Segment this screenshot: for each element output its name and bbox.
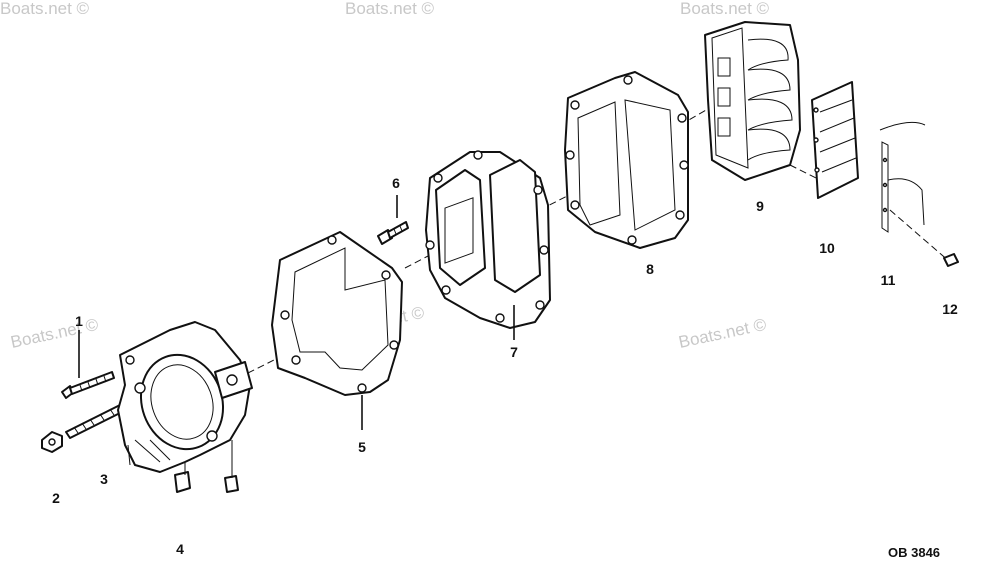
callout-1: 1 [75,313,83,329]
leader-lines [78,195,515,430]
callout-6: 6 [392,175,400,191]
part-stud [65,403,127,439]
callout-4: 4 [176,541,184,557]
callout-labels: 1 2 3 4 5 6 7 8 9 10 11 12 [52,175,958,557]
part-adapter-housing [117,321,253,493]
part-reed-gasket [564,71,689,249]
part-reed-stop [879,121,926,233]
callout-12: 12 [942,301,958,317]
part-reed-cage [704,21,801,181]
callout-8: 8 [646,261,654,277]
part-nut [41,431,63,453]
diagram-code: OB 3846 [888,545,940,560]
callout-7: 7 [510,344,518,360]
watermark-top-right: Boats.net © [680,0,770,18]
callout-3: 3 [100,471,108,487]
callout-9: 9 [756,198,764,214]
watermark-right: Boats.net © [677,315,769,352]
callout-2: 2 [52,490,60,506]
part-reed-plate [425,150,551,329]
watermark-top-center: Boats.net © [345,0,435,18]
callout-10: 10 [819,240,835,256]
callout-5: 5 [358,439,366,455]
part-screw [61,371,115,399]
part-reed-petal [811,81,859,199]
watermark-top-left: Boats.net © [0,0,90,18]
part-tiny-screw [943,253,959,267]
callout-11: 11 [881,272,896,288]
watermark-left: Boats.net © [9,315,101,352]
part-small-screw [377,221,409,245]
part-gasket [271,231,403,396]
